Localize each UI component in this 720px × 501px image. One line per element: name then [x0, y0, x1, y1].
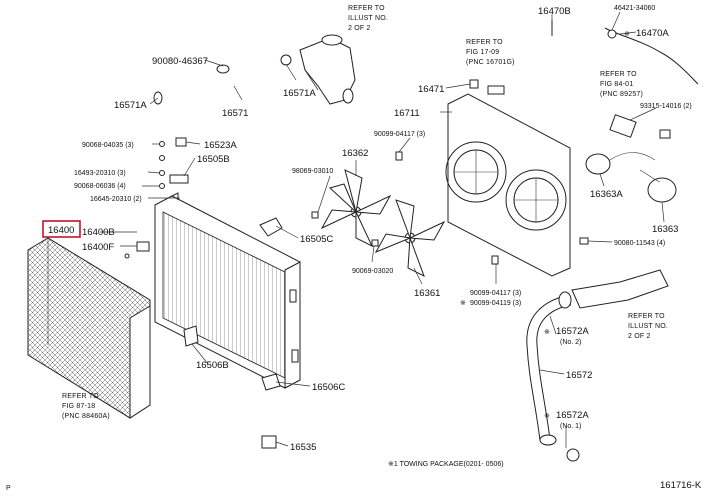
- label-90068-06036[interactable]: 90068-06036 (4): [74, 183, 126, 190]
- label-16572a-top-qty: (No. 2): [560, 339, 581, 346]
- ref-fig8718-line1: REFER TO: [62, 393, 99, 400]
- small-fittings-drawing: [124, 137, 283, 449]
- label-16571a-mid[interactable]: 16571A: [283, 88, 316, 99]
- label-90099-04117-bot[interactable]: 90099-04117 (3): [470, 290, 521, 297]
- label-16711[interactable]: 16711: [394, 108, 420, 119]
- ref-fig8401-line3: (PNC 89257): [600, 91, 643, 98]
- fan-16361-drawing: [374, 199, 446, 278]
- label-16645-20310[interactable]: 16645-20310 (2): [90, 196, 142, 203]
- fan-shroud-drawing: [445, 93, 571, 277]
- label-16506c[interactable]: 16506C: [312, 382, 345, 393]
- ref-illust-top-line2: ILLUST NO.: [348, 15, 388, 22]
- label-16470b[interactable]: 16470B: [538, 6, 571, 17]
- label-16400b[interactable]: 16400B: [82, 227, 115, 238]
- water-outlet-drawing: [299, 34, 356, 105]
- label-16471[interactable]: 16471: [418, 84, 444, 95]
- highlight-box-16400: [42, 220, 81, 238]
- label-16506b[interactable]: 16506B: [196, 360, 229, 371]
- label-16400f[interactable]: 16400F: [82, 242, 114, 253]
- label-16535[interactable]: 16535: [290, 442, 316, 453]
- label-mark-x-1: ※: [460, 300, 466, 307]
- ref-fig1709-line1: REFER TO: [466, 39, 503, 46]
- ref-fig1709-line3: (PNC 16701G): [466, 59, 515, 66]
- label-98069-03010[interactable]: 98069-03010: [292, 168, 333, 175]
- ref-fig8718-line2: FIG 87-18: [62, 403, 95, 410]
- label-16505b[interactable]: 16505B: [197, 154, 230, 165]
- label-16363a[interactable]: 16363A: [590, 189, 623, 200]
- label-16571a-top[interactable]: 16571A: [114, 100, 147, 111]
- label-16493-20310[interactable]: 16493-20310 (3): [74, 170, 126, 177]
- ref-illust-bot-line2: ILLUST NO.: [628, 323, 668, 330]
- label-16363[interactable]: 16363: [652, 224, 678, 235]
- fan-motor-16363-drawing: [639, 129, 677, 203]
- label-mark-x-4: ※: [544, 329, 550, 336]
- label-mark-x-3: ※: [544, 413, 550, 420]
- label-16572[interactable]: 16572: [566, 370, 592, 381]
- label-90080-46367[interactable]: 90080-46367: [152, 56, 208, 67]
- reference-notes: REFER TO ILLUST NO. 2 OF 2 REFER TO FIG …: [62, 5, 668, 420]
- corner-mark: P: [6, 485, 11, 492]
- ref-illust-top-line1: REFER TO: [348, 5, 385, 12]
- leader-lines: [100, 11, 665, 448]
- label-16572a-bot[interactable]: 16572A: [556, 410, 589, 421]
- label-16361[interactable]: 16361: [414, 288, 440, 299]
- fan-16362-drawing: [320, 169, 392, 248]
- label-90069-03020[interactable]: 90069-03020: [352, 268, 393, 275]
- label-16571[interactable]: 16571: [222, 108, 248, 119]
- ref-fig1709-line2: FIG 17-09: [466, 49, 499, 56]
- ref-fig8401-line2: FIG 84-01: [600, 81, 633, 88]
- footer-note: ※1 TOWING PACKAGE(0201- 0506): [388, 461, 504, 468]
- label-90068-04035[interactable]: 90068-04035 (3): [82, 142, 134, 149]
- footer: ※1 TOWING PACKAGE(0201- 0506) 161716-K P: [6, 461, 702, 492]
- label-16505c[interactable]: 16505C: [300, 234, 333, 245]
- label-16362[interactable]: 16362: [342, 148, 368, 159]
- label-mark-x-2: ※: [624, 31, 630, 38]
- label-46421-34060[interactable]: 46421-34060: [614, 5, 655, 12]
- label-90099-04117-top[interactable]: 90099-04117 (3): [374, 131, 425, 138]
- fan-motor-16363a-drawing: [585, 114, 656, 175]
- label-16572a-bot-qty: (No. 1): [560, 423, 581, 430]
- ref-fig8718-line3: (PNC 88460A): [62, 413, 110, 420]
- ref-illust-bot-line1: REFER TO: [628, 313, 665, 320]
- ref-illust-bot-line3: 2 OF 2: [628, 333, 651, 340]
- label-90099-04119[interactable]: 90099-04119 (3): [470, 300, 521, 307]
- ref-illust-top-line3: 2 OF 2: [348, 25, 371, 32]
- reserve-hose-drawing: [551, 20, 699, 85]
- part-labels: 90080-46367 16571A 16571 16571A 90068-04…: [48, 5, 692, 453]
- label-90080-11543[interactable]: 90080-11543 (4): [614, 240, 665, 247]
- label-16470a[interactable]: 16470A: [636, 28, 669, 39]
- figure-code: 161716-K: [660, 480, 702, 491]
- label-16523a[interactable]: 16523A: [204, 140, 237, 151]
- label-16400[interactable]: 16400: [48, 225, 74, 236]
- label-93315-14016[interactable]: 93315-14016 (2): [640, 103, 692, 110]
- condenser-drawing: [27, 237, 151, 419]
- label-16572a-top[interactable]: 16572A: [556, 326, 589, 337]
- ref-fig8401-line1: REFER TO: [600, 71, 637, 78]
- lower-hose-drawing: [526, 269, 669, 462]
